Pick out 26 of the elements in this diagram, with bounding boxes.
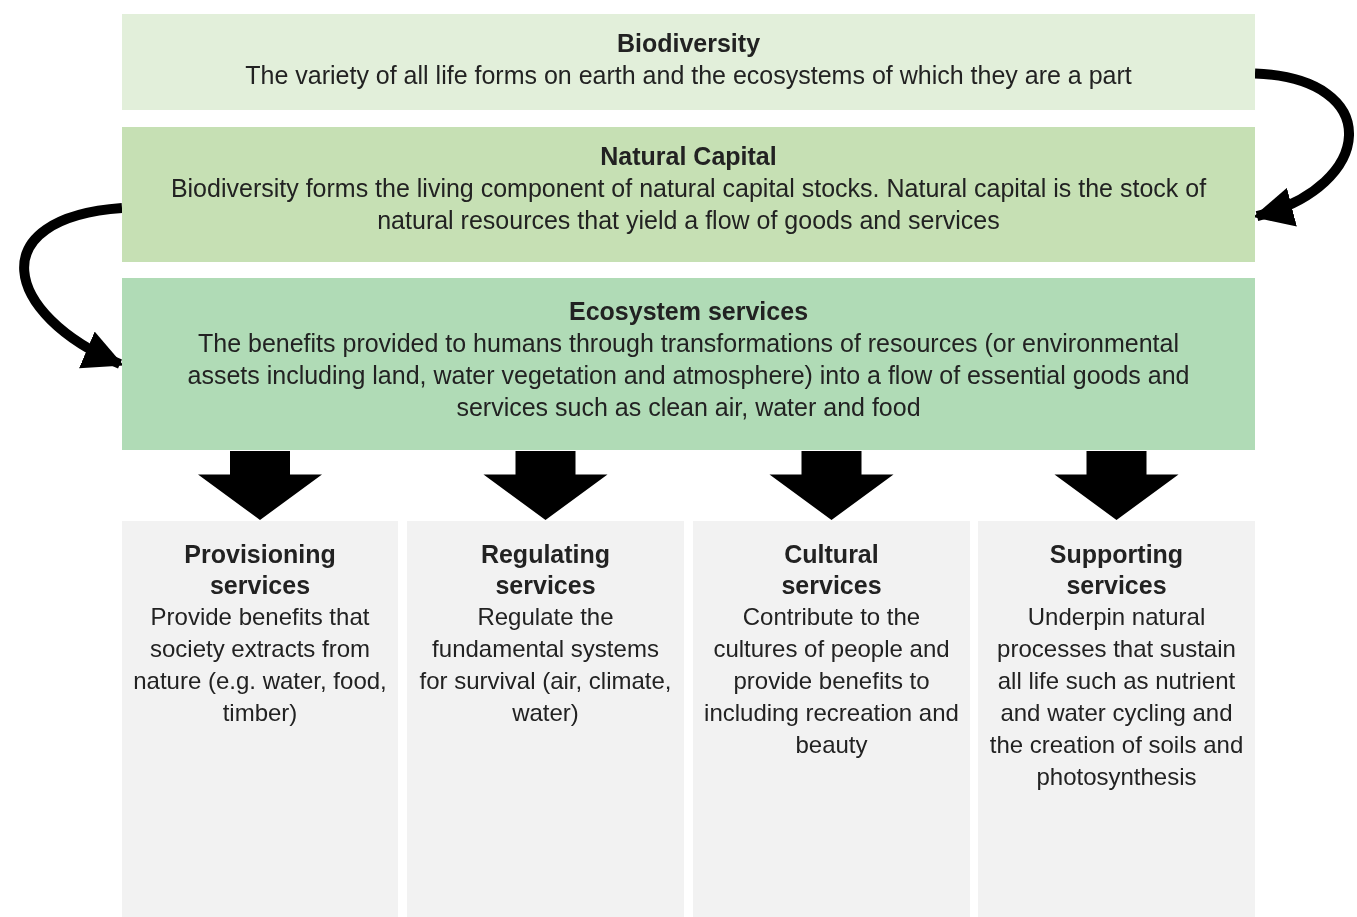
heading: Provisioning services [183, 539, 337, 601]
heading: Supporting services [1048, 539, 1185, 601]
description: Provide benefits that society extracts from nature (e.g. water, food, timber) [132, 602, 388, 728]
heading: Natural Capital [600, 141, 777, 172]
concept-band [122, 278, 1255, 450]
block-arrow [1054, 451, 1179, 520]
service-card [693, 521, 970, 917]
concept-band [122, 14, 1255, 110]
service-card [978, 521, 1255, 917]
service-card [407, 521, 684, 917]
heading: Ecosystem services [568, 296, 809, 327]
description: Underpin natural processes that sustain all life such as nutrient and water cycling and the creation of soils and photosynthesis [988, 602, 1245, 792]
block-arrow [769, 451, 894, 520]
description: The benefits provided to humans through transformations of resources (or environmental assets including land, water vegetation and atmosphere) into a flow of essential goods and services such as clean air, water and food [186, 328, 1191, 423]
description: Contribute to the cultures of people and provide benefits to including recreation and beauty [703, 602, 960, 760]
heading: Cultural services [780, 539, 883, 601]
heading: Biodiversity [616, 28, 761, 59]
heading: Regulating services [479, 539, 612, 601]
description: Biodiversity forms the living component of natural capital stocks. Natural capital is the stock of natural resources that yield a flow of goods and services [169, 173, 1208, 236]
description: The variety of all life forms on earth and the ecosystems of which they are a part [245, 60, 1132, 91]
curved-arrow [19, 203, 124, 369]
service-card [122, 521, 398, 917]
concept-band [122, 127, 1255, 262]
block-arrow [483, 451, 608, 520]
block-arrow [198, 451, 322, 520]
description: Regulate the fundamental systems for survival (air, climate, water) [418, 602, 673, 728]
